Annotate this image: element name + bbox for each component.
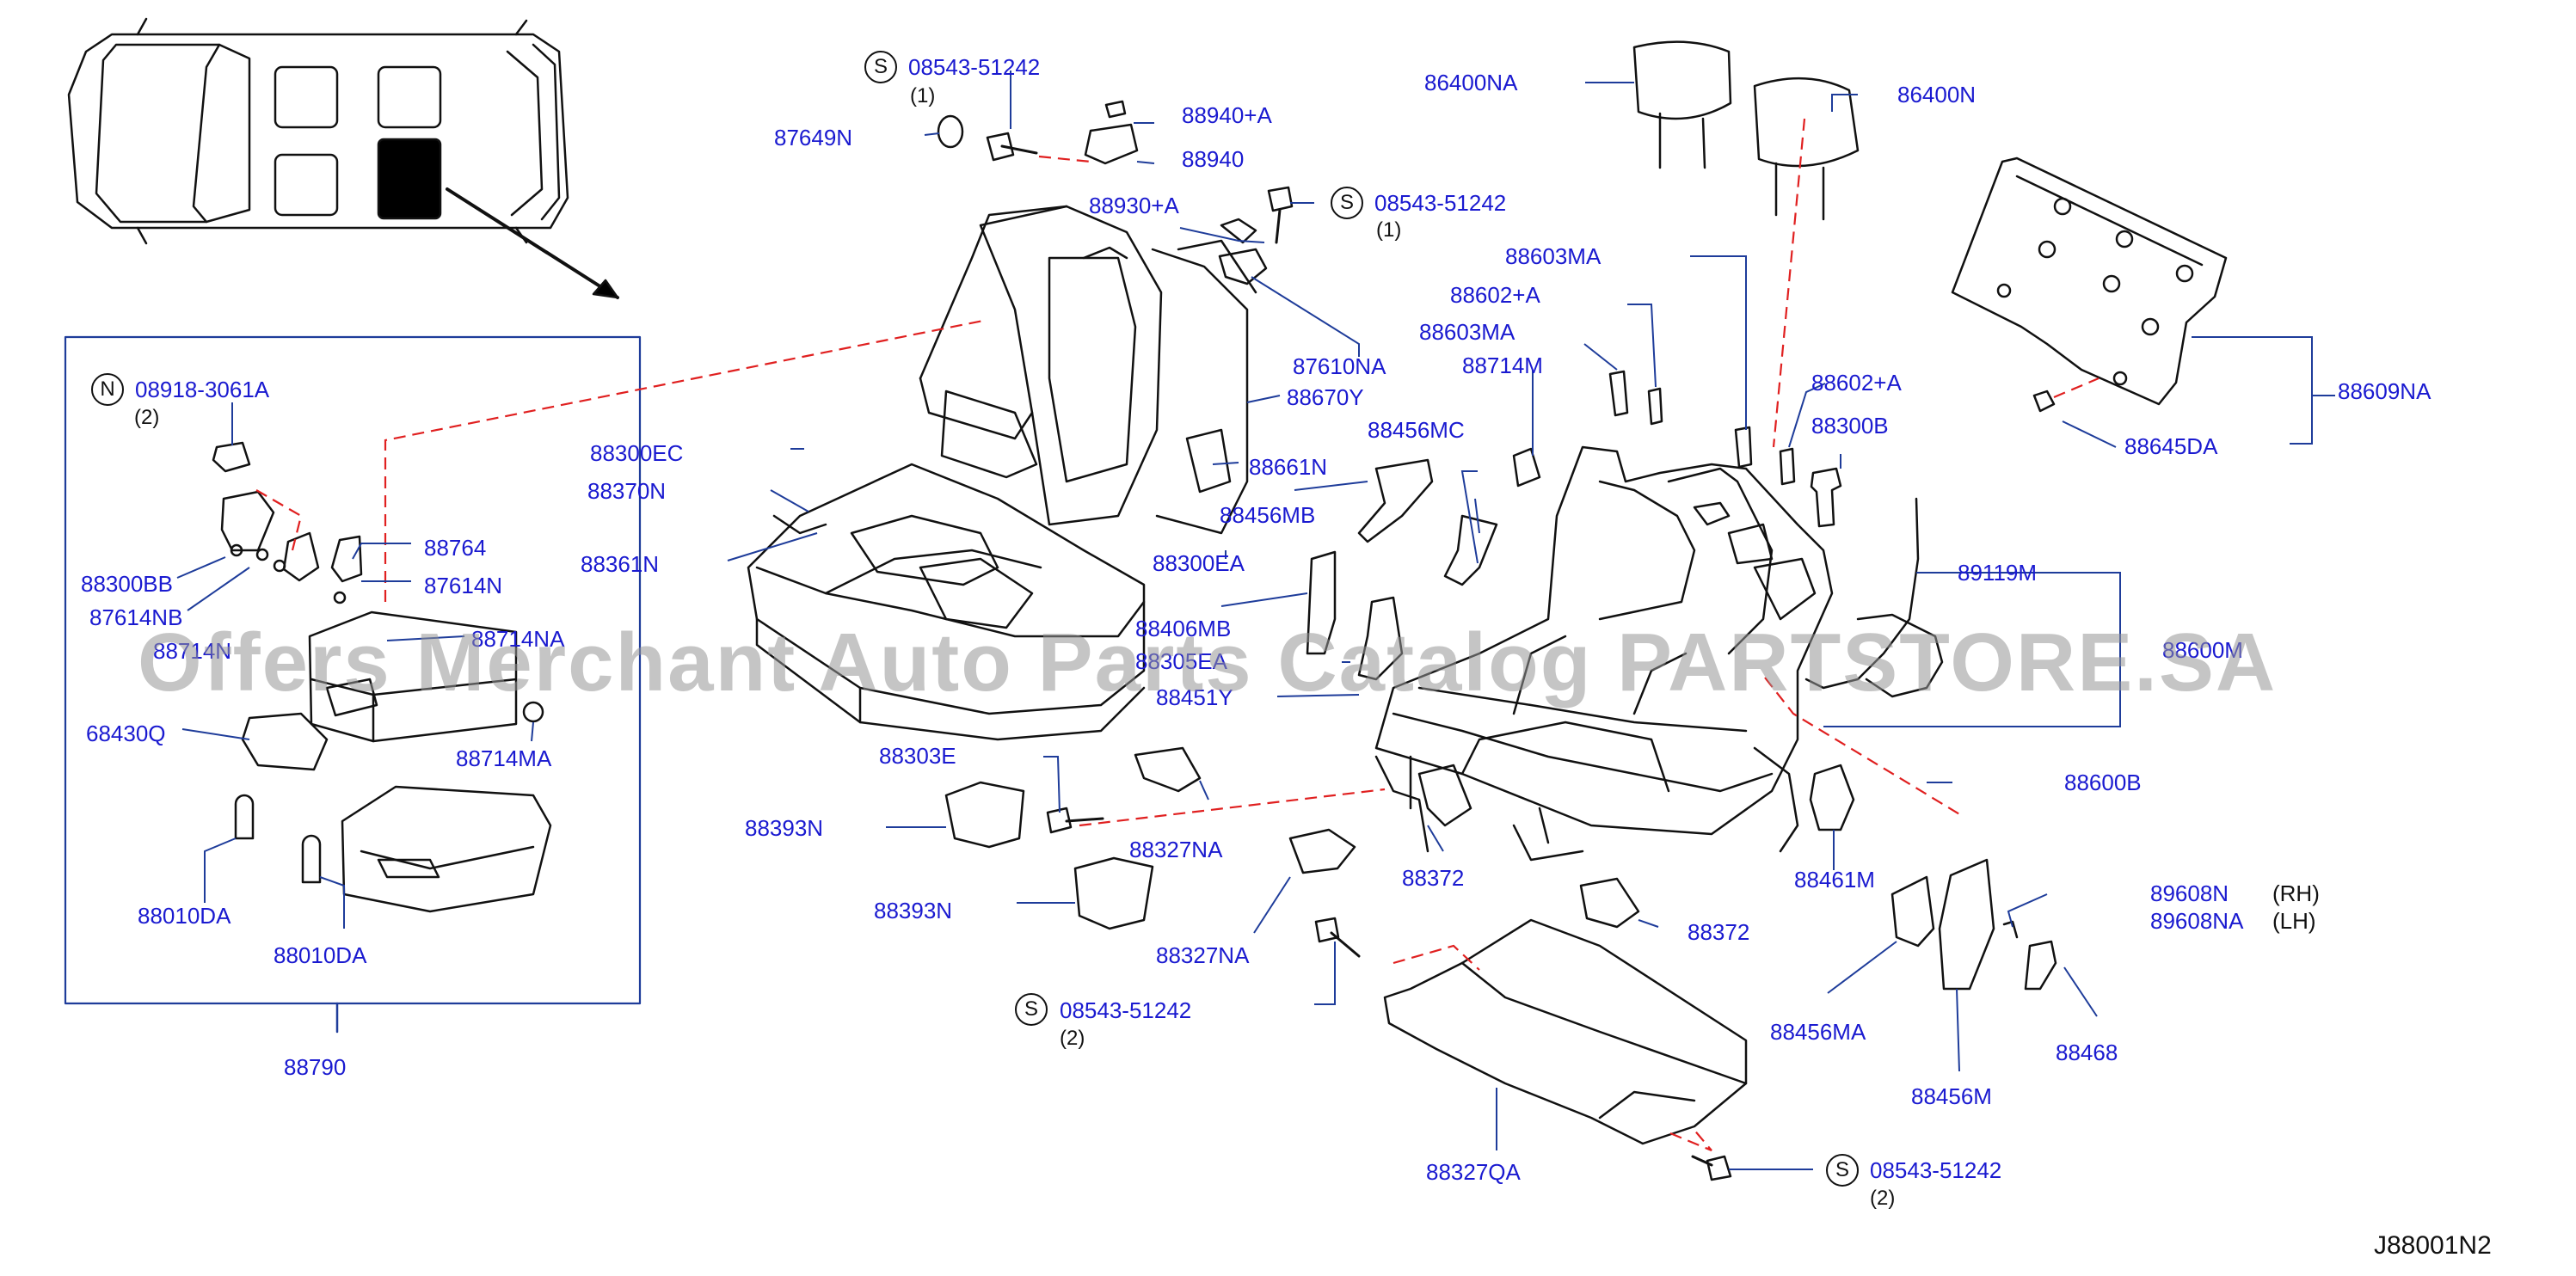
part-label-88940[interactable]: 88940	[1182, 146, 1245, 172]
part-label-89608N[interactable]: 89608N	[2150, 880, 2229, 906]
part-label-88456MA[interactable]: 88456MA	[1770, 1019, 1866, 1045]
part-label-68430Q[interactable]: 68430Q	[86, 721, 166, 746]
marker-s-1: S	[864, 51, 897, 83]
watermark-text: Offers Merchant Auto Parts Catalog PARTS…	[138, 617, 2278, 709]
part-label-88600B[interactable]: 88600B	[2064, 770, 2142, 795]
part-label-88393N-b[interactable]: 88393N	[874, 898, 953, 923]
part-label-88468[interactable]: 88468	[2056, 1040, 2118, 1065]
part-label-88305EA[interactable]: 88305EA	[1135, 648, 1227, 674]
part-label-88300B[interactable]: 88300B	[1811, 413, 1889, 439]
part-label-88370N[interactable]: 88370N	[587, 478, 667, 504]
assembly-lines	[255, 118, 2100, 1152]
part-label-89608NA[interactable]: 89608NA	[2150, 908, 2244, 934]
part-label-88300EC[interactable]: 88300EC	[590, 440, 684, 466]
leader-lines	[176, 71, 2335, 1170]
seat-frame	[1374, 445, 1834, 862]
part-label-88303E[interactable]: 88303E	[879, 743, 956, 769]
part-label-88790[interactable]: 88790	[284, 1054, 347, 1080]
seatback-assembly	[919, 205, 1257, 535]
vehicle-locator	[67, 17, 619, 299]
part-label-88361N[interactable]: 88361N	[581, 551, 660, 577]
part-label-88940-plus-a[interactable]: 88940+A	[1182, 102, 1272, 128]
callout-part-3: 08918-3061A	[135, 377, 270, 402]
callout-qty-3: (2)	[134, 406, 160, 429]
marker-s-5: S	[1826, 1154, 1859, 1187]
marker-n-3: N	[91, 373, 124, 406]
callout-part-2: 08543-51242	[1374, 190, 1507, 216]
headrest-right	[1753, 77, 1860, 168]
part-label-88010DA-b[interactable]: 88010DA	[274, 942, 367, 968]
part-label-88600M[interactable]: 88600M	[2162, 637, 2243, 663]
part-label-88451Y[interactable]: 88451Y	[1156, 684, 1233, 710]
part-label-87614NB[interactable]: 87614NB	[89, 604, 183, 630]
part-label-88602-plus-a-a[interactable]: 88602+A	[1450, 282, 1540, 308]
part-label-88461M[interactable]: 88461M	[1794, 867, 1875, 893]
part-label-87649N[interactable]: 87649N	[774, 125, 853, 150]
part-label-88930-plus-a[interactable]: 88930+A	[1089, 193, 1179, 218]
part-label-88670Y[interactable]: 88670Y	[1287, 384, 1364, 410]
part-label-88661N[interactable]: 88661N	[1249, 454, 1328, 480]
part-label-88645DA[interactable]: 88645DA	[2124, 433, 2218, 459]
part-label-88456MB[interactable]: 88456MB	[1220, 502, 1316, 528]
part-label-88603MA-b[interactable]: 88603MA	[1419, 319, 1515, 345]
part-label-88602-plus-a-b[interactable]: 88602+A	[1811, 370, 1902, 396]
part-label-88714MA[interactable]: 88714MA	[456, 745, 552, 771]
part-label-88406MB[interactable]: 88406MB	[1135, 616, 1232, 641]
part-label-88714M[interactable]: 88714M	[1462, 353, 1543, 378]
headrest-left	[1632, 40, 1732, 120]
seatback-panel	[1951, 156, 2228, 406]
part-label-86400N[interactable]: 86400N	[1897, 82, 1977, 107]
part-label-88603MA-a[interactable]: 88603MA	[1505, 243, 1602, 269]
callout-qty-1: (1)	[910, 84, 936, 107]
part-label-86400NA[interactable]: 86400NA	[1424, 70, 1518, 95]
part-label-87614N[interactable]: 87614N	[424, 573, 503, 598]
marker-s-4: S	[1015, 993, 1048, 1026]
part-label-88327NA-b[interactable]: 88327NA	[1156, 942, 1250, 968]
callout-qty-2: (1)	[1376, 218, 1402, 242]
side-label-lh: (LH)	[2272, 908, 2316, 934]
marker-s-2: S	[1331, 187, 1363, 219]
part-label-88327QA[interactable]: 88327QA	[1426, 1159, 1521, 1185]
callout-part-5: 08543-51242	[1870, 1157, 2002, 1183]
part-label-88393N-a[interactable]: 88393N	[745, 815, 824, 841]
part-label-88327NA-a[interactable]: 88327NA	[1129, 837, 1223, 862]
part-label-88372-a[interactable]: 88372	[1402, 865, 1465, 891]
part-label-89119M[interactable]: 89119M	[1958, 560, 2038, 586]
armrest-group-box	[64, 335, 642, 1005]
side-label-rh: (RH)	[2272, 880, 2320, 906]
callout-qty-4: (2)	[1060, 1027, 1085, 1050]
part-label-88714N[interactable]: 88714N	[153, 638, 232, 664]
part-label-88300EA[interactable]: 88300EA	[1153, 550, 1245, 576]
part-label-88714NA[interactable]: 88714NA	[471, 626, 565, 652]
part-label-88300BB[interactable]: 88300BB	[81, 571, 173, 597]
callout-part-1: 08543-51242	[908, 54, 1041, 80]
diagram-code: J88001N2	[2374, 1231, 2492, 1260]
part-label-88609NA[interactable]: 88609NA	[2338, 378, 2432, 404]
part-label-88010DA-a[interactable]: 88010DA	[138, 903, 231, 929]
callout-part-4: 08543-51242	[1060, 997, 1192, 1023]
part-label-88456M[interactable]: 88456M	[1911, 1083, 1992, 1109]
seat-cushion-assembly	[747, 463, 1146, 741]
part-label-87610NA[interactable]: 87610NA	[1293, 353, 1386, 379]
callout-qty-5: (2)	[1870, 1187, 1896, 1210]
part-label-88456MC[interactable]: 88456MC	[1368, 417, 1465, 443]
part-label-88764[interactable]: 88764	[424, 535, 487, 561]
part-label-88372-b[interactable]: 88372	[1688, 919, 1750, 945]
